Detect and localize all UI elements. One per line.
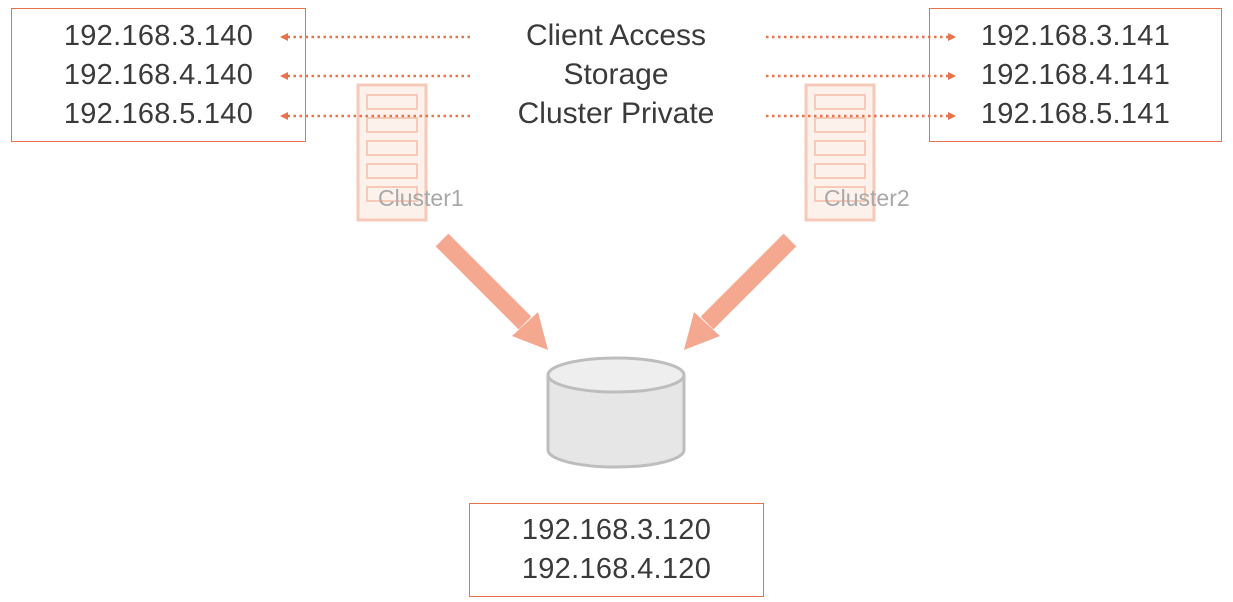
storage-disk-icon [546,356,686,469]
cluster1-ip-client-access: 192.168.3.140 [63,19,254,52]
storage-network-label: Storage [563,58,669,91]
cluster1-ip-cluster-private: 192.168.5.140 [63,97,254,130]
storage-ip-client-access: 192.168.3.120 [521,514,712,546]
cluster1-ip-box: 192.168.3.140 192.168.4.140 192.168.5.14… [11,8,306,142]
cluster2-to-storage-arrow [684,233,797,350]
cluster2-label: Cluster2 [824,185,910,211]
right-network-arrows [766,33,956,120]
cluster1-label: Cluster1 [378,185,464,211]
storage-ip-storage: 192.168.4.120 [521,553,712,585]
cluster-private-label: Cluster Private [517,97,715,130]
cluster1-to-storage-arrow [435,233,548,350]
left-network-arrows [280,33,470,120]
client-access-label: Client Access [525,19,707,52]
cluster1-ip-storage: 192.168.4.140 [63,58,254,91]
cluster2-ip-box: 192.168.3.141 192.168.4.141 192.168.5.14… [929,8,1222,142]
cluster2-ip-cluster-private: 192.168.5.141 [980,97,1171,130]
cluster2-ip-storage: 192.168.4.141 [980,58,1171,91]
cluster2-server-icon [804,83,876,222]
storage-ip-box: 192.168.3.120 192.168.4.120 [469,503,764,597]
network-labels: Client Access Storage Cluster Private [466,16,766,133]
cluster2-ip-client-access: 192.168.3.141 [980,19,1171,52]
cluster1-server-icon [356,83,428,222]
